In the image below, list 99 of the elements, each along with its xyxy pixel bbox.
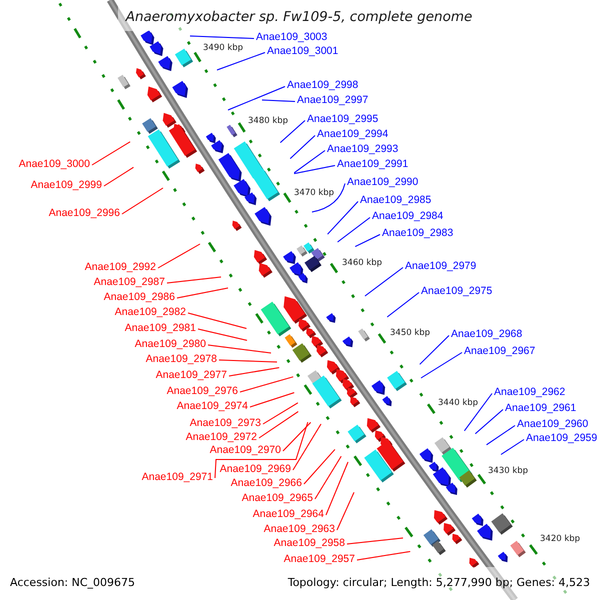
gene-label: Anae109_2960 [517, 418, 588, 430]
leader-line [294, 165, 336, 174]
leader-line [500, 439, 524, 455]
gene-label: Anae109_2963 [264, 524, 335, 534]
leader-line [104, 166, 134, 186]
gene-label: Anae109_2986 [104, 292, 175, 302]
leader-line [304, 448, 336, 484]
gene-label: Anae109_2978 [146, 354, 217, 364]
leader-line [346, 538, 404, 544]
leader-line [337, 217, 370, 242]
gene-label: Anae109_2974 [176, 400, 248, 412]
gene-label: Anae109_2965 [242, 492, 313, 504]
leader-line [208, 344, 272, 354]
gene-label: Anae109_2984 [372, 210, 444, 222]
leader-line [464, 393, 492, 432]
leader-line [419, 335, 450, 365]
scale-label: 3450 kbp [390, 328, 430, 338]
leader-line [262, 100, 296, 102]
gene-label: Anae109_2981 [124, 322, 196, 334]
genome-summary-text: Topology: circular; Length: 5,277,990 bp; Genes: 4,523 [288, 576, 590, 588]
leader-line [216, 52, 266, 70]
gene-label: Anae109_3000 [18, 158, 90, 170]
leader-line [327, 201, 358, 235]
leader-line [336, 492, 354, 530]
gene-label: Anae109_2962 [494, 386, 566, 398]
leader-line [250, 392, 295, 408]
leader-line [290, 135, 316, 160]
gene-label: Anae109_2973 [190, 418, 261, 428]
leader-line [92, 141, 131, 166]
leader-line [294, 150, 326, 174]
scale-label: 3480 kbp [248, 116, 288, 126]
gene-label: Anae109_2958 [274, 538, 345, 548]
leader-line [292, 424, 322, 470]
gene-label: Anae109_2980 [134, 338, 206, 350]
gene-label: Anae109_3001 [267, 46, 338, 56]
gene-label: Anae109_2991 [337, 158, 408, 170]
leader-line [198, 328, 248, 341]
gene-label: Anae109_2987 [94, 276, 165, 288]
gene-label: Anae109_2975 [421, 286, 492, 296]
leader-line [228, 86, 286, 110]
leader-line [312, 183, 346, 212]
leader-line [176, 288, 228, 298]
gene-label: Anae109_2985 [360, 194, 432, 206]
gene-label: Anae109_3003 [256, 32, 328, 42]
scale-label: 3470 kbp [294, 188, 334, 198]
gene-label: Anae109_2983 [382, 228, 454, 238]
gene-label: Anae109_2957 [284, 554, 355, 564]
gene-label: Anae109_2971 [142, 472, 213, 482]
gene-label: Anae109_2967 [464, 346, 536, 356]
leader-line [122, 188, 164, 214]
leader-line [314, 456, 342, 500]
leader-line [282, 422, 312, 452]
gene-label: Anae109_2993 [327, 144, 398, 154]
gene-label: Anae109_2977 [156, 370, 227, 380]
leader-line [218, 360, 278, 362]
gene-label: Anae109_2982 [114, 306, 186, 318]
leader-line [354, 234, 380, 248]
leader-line [356, 551, 411, 560]
gene-label: Anae109_2990 [347, 176, 418, 188]
gene-label: Anae109_2969 [220, 464, 291, 474]
leader-line [364, 267, 404, 296]
leader-line [240, 376, 294, 392]
scale-label: 3490 kbp [203, 44, 244, 52]
leader-line [326, 462, 348, 516]
scale-label: 3460 kbp [342, 258, 382, 268]
leader-line [258, 411, 299, 438]
gene-label: Anae109_2972 [186, 432, 257, 442]
scale-label: 3440 kbp [438, 398, 478, 408]
gene-label: Anae109_2995 [307, 114, 378, 124]
gene-label: Anae109_2997 [297, 94, 368, 106]
leader-line [158, 244, 200, 268]
scale-label: 3420 kbp [540, 534, 580, 544]
leader-line [188, 312, 247, 329]
gene-label: Anae109_2996 [48, 208, 120, 218]
gene-label: Anae109_2994 [317, 128, 388, 140]
leader-line [214, 422, 308, 478]
gene-label: Anae109_2959 [526, 432, 598, 444]
gene-label: Anae109_2964 [252, 508, 324, 520]
gene-label: Anae109_2970 [210, 444, 281, 456]
gene-label: Anae109_2961 [505, 402, 576, 414]
gene-label: Anae109_2966 [230, 478, 302, 488]
leader-line [190, 36, 254, 39]
gene-label: Anae109_2992 [84, 262, 156, 272]
leader-line [420, 352, 462, 378]
leader-line [486, 425, 516, 446]
leader-line [386, 292, 420, 318]
leader-line [166, 276, 222, 284]
gene-label: Anae109_2976 [166, 386, 238, 396]
leader-line [280, 120, 306, 144]
accession-text: Accession: NC_009675 [10, 576, 136, 588]
gene-label: Anae109_2999 [30, 180, 102, 190]
scale-label: 3430 kbp [488, 466, 528, 476]
gene-label: Anae109_2979 [405, 260, 476, 272]
gene-label: Anae109_2998 [287, 80, 358, 90]
gene-label: Anae109_2968 [451, 328, 522, 340]
title: Anaeromyxobacter sp. Fw109-5, complete genome [126, 11, 472, 24]
leader-line [474, 409, 504, 434]
leader-line [262, 402, 298, 424]
leader-line [228, 367, 280, 376]
